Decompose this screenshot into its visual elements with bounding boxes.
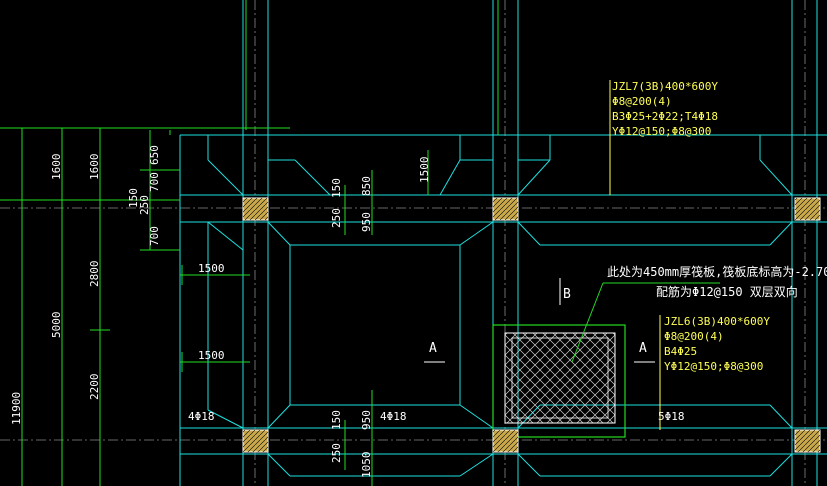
column-bottom-mid bbox=[492, 429, 519, 453]
rebar-label-3: 5Φ18 bbox=[658, 410, 685, 423]
vertical-dimension-texts: 11900 5000 1600 1600 2800 2200 650 700 1… bbox=[10, 145, 431, 478]
dim-700-a: 700 bbox=[148, 172, 161, 192]
rebar-label-1: 4Φ18 bbox=[188, 410, 215, 423]
dim-1600-a: 1600 bbox=[50, 154, 63, 181]
dim-11900: 11900 bbox=[10, 392, 23, 425]
dim-650: 650 bbox=[148, 145, 161, 165]
beam-label-jzl7[interactable]: JZL7(3B)400*600Y Φ8@200(4) B3Φ25+2Φ22;T4… bbox=[612, 80, 718, 138]
dim-250-b: 250 bbox=[330, 208, 343, 228]
slab-note: 此处为450mm厚筏板,筏板底标高为-2.700m 配筋为Φ12@150 双层双… bbox=[607, 264, 827, 299]
jzl6-line2: Φ8@200(4) bbox=[664, 330, 724, 343]
column-top-right bbox=[794, 197, 821, 221]
section-mark-a-right: A bbox=[639, 341, 647, 356]
dim-250-a: 250 bbox=[138, 195, 151, 215]
slab-note-line2: 配筋为Φ12@150 双层双向 bbox=[656, 284, 798, 299]
dim-850: 850 bbox=[360, 176, 373, 196]
foundation-beam-outlines bbox=[179, 0, 827, 486]
jzl6-line3: B4Φ25 bbox=[664, 345, 697, 358]
column-top-mid bbox=[492, 197, 519, 221]
leader-lines bbox=[424, 80, 720, 430]
dim-1600-b: 1600 bbox=[88, 154, 101, 181]
dim-5000: 5000 bbox=[50, 312, 63, 339]
column-bottom-left bbox=[242, 429, 269, 453]
dim-1500-a: 1500 bbox=[198, 262, 225, 275]
dim-950-b: 950 bbox=[360, 410, 373, 430]
jzl7-line3: B3Φ25+2Φ22;T4Φ18 bbox=[612, 110, 718, 123]
section-marks: B A A bbox=[429, 287, 647, 356]
horizontal-dimension-texts: 1500 1500 bbox=[198, 262, 225, 362]
dim-2800: 2800 bbox=[88, 261, 101, 288]
rebar-labels: 4Φ18 4Φ18 5Φ18 bbox=[188, 410, 685, 423]
dim-700-b: 700 bbox=[148, 226, 161, 246]
dim-150-c: 150 bbox=[330, 410, 343, 430]
jzl6-line4: YΦ12@150;Φ8@300 bbox=[664, 360, 763, 373]
dim-1500-v: 1500 bbox=[418, 157, 431, 184]
dim-150-b: 150 bbox=[330, 178, 343, 198]
dim-1500-b: 1500 bbox=[198, 349, 225, 362]
columns bbox=[242, 197, 821, 453]
column-bottom-right bbox=[794, 429, 821, 453]
jzl7-line4: YΦ12@150;Φ8@300 bbox=[612, 125, 711, 138]
dim-150-a: 150 bbox=[127, 188, 140, 208]
dimension-lines bbox=[0, 0, 499, 486]
jzl7-line2: Φ8@200(4) bbox=[612, 95, 672, 108]
rebar-label-2: 4Φ18 bbox=[380, 410, 407, 423]
column-top-left bbox=[242, 197, 269, 221]
dim-250-c: 250 bbox=[330, 443, 343, 463]
raft-slab[interactable] bbox=[492, 324, 626, 438]
slab-note-line1: 此处为450mm厚筏板,筏板底标高为-2.700m bbox=[607, 264, 827, 279]
dim-950-a: 950 bbox=[360, 212, 373, 232]
jzl7-line1: JZL7(3B)400*600Y bbox=[612, 80, 718, 93]
section-mark-b: B bbox=[563, 287, 571, 302]
section-mark-a-left: A bbox=[429, 341, 437, 356]
beam-label-jzl6[interactable]: JZL6(3B)400*600Y Φ8@200(4) B4Φ25 YΦ12@15… bbox=[664, 315, 770, 373]
jzl6-line1: JZL6(3B)400*600Y bbox=[664, 315, 770, 328]
dim-2200: 2200 bbox=[88, 374, 101, 401]
dim-1050: 1050 bbox=[360, 452, 373, 479]
